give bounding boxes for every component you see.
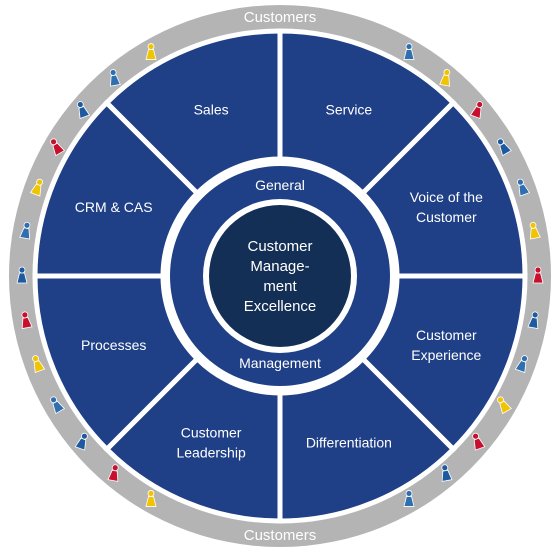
person-pawn-icon xyxy=(76,101,91,119)
customer-figures xyxy=(16,43,544,507)
segment-label-line: Experience xyxy=(411,347,481,363)
person-pawn-icon xyxy=(403,490,415,507)
person-pawn-icon xyxy=(32,355,46,374)
segment-label-line: Voice of the xyxy=(410,189,483,205)
person-pawn-icon xyxy=(527,311,539,330)
person-pawn-icon xyxy=(145,43,157,60)
segment-label-line: Differentiation xyxy=(306,434,392,450)
person-pawn-icon xyxy=(441,464,453,482)
segment-label-line: Service xyxy=(326,102,373,118)
center-label-line: ment xyxy=(263,278,297,295)
segment-label-line: CRM & CAS xyxy=(75,199,153,215)
person-pawn-icon xyxy=(497,138,512,157)
segment-label-line: Customer xyxy=(416,327,477,343)
person-pawn-icon xyxy=(107,464,119,482)
ring-label-management: Management xyxy=(239,355,321,371)
person-pawn-icon xyxy=(21,311,33,330)
person-pawn-icon xyxy=(50,396,66,415)
segment-label-service: Service xyxy=(326,102,373,118)
person-pawn-icon xyxy=(74,432,88,451)
segment-label-differentiation: Differentiation xyxy=(306,434,392,450)
center-label-line: Manage- xyxy=(250,258,309,275)
person-pawn-icon xyxy=(439,69,451,87)
person-pawn-icon xyxy=(403,43,415,60)
person-pawn-icon xyxy=(514,355,528,374)
ring-label-general: General xyxy=(255,177,305,193)
customers-label-bottom: Customers xyxy=(244,527,317,544)
person-pawn-icon xyxy=(516,178,531,197)
segment-label-line: Sales xyxy=(194,102,229,118)
segment-label-crm: CRM & CAS xyxy=(75,199,153,215)
person-pawn-icon xyxy=(532,266,544,284)
person-pawn-icon xyxy=(109,69,121,87)
person-pawn-icon xyxy=(529,221,541,240)
person-pawn-icon xyxy=(19,221,31,240)
segment-label-line: Leadership xyxy=(176,444,245,460)
center-label-line: Customer xyxy=(247,238,312,255)
center-hub xyxy=(209,205,351,347)
person-pawn-icon xyxy=(16,266,28,284)
person-pawn-icon xyxy=(29,178,44,197)
segment-label-line: Customer xyxy=(181,424,242,440)
person-pawn-icon xyxy=(472,432,486,451)
segment-label-line: Processes xyxy=(81,337,146,353)
person-pawn-icon xyxy=(497,396,512,415)
person-pawn-icon xyxy=(145,490,157,507)
person-pawn-icon xyxy=(50,138,66,157)
segment-label-line: Customer xyxy=(416,209,477,225)
segment-label-sales: Sales xyxy=(194,102,229,118)
center-label-line: Excellence xyxy=(244,298,317,315)
person-pawn-icon xyxy=(469,101,484,119)
segment-label-processes: Processes xyxy=(81,337,146,353)
customers-label-top: Customers xyxy=(244,9,317,26)
